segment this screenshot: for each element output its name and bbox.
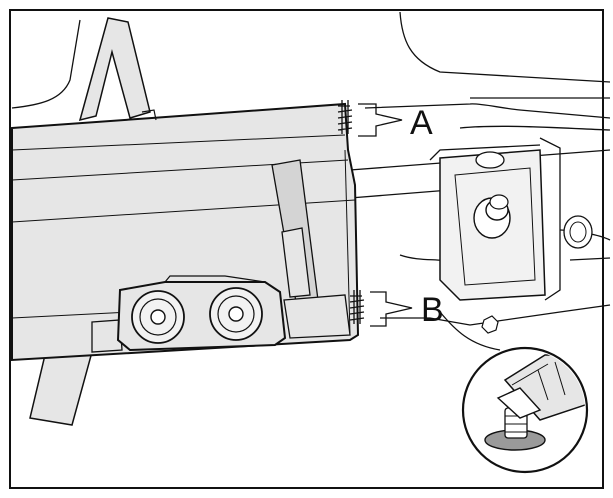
clip-right xyxy=(209,287,263,341)
callout-label-a: A xyxy=(410,104,433,142)
panel-rib xyxy=(91,159,351,353)
fastener-marker-a xyxy=(337,100,403,137)
bolt-hex-icon xyxy=(481,315,499,334)
left-pillar xyxy=(11,17,151,122)
callout-label-b: B xyxy=(421,291,444,329)
mounting-bracket xyxy=(439,149,593,334)
clip-holder xyxy=(116,275,287,352)
clip-fastener-icon xyxy=(349,290,365,324)
bracket-slot xyxy=(475,151,505,169)
clip-left xyxy=(131,290,185,344)
clip-fastener-icon xyxy=(337,100,353,134)
stud-bolt xyxy=(473,194,511,239)
bracket-hole xyxy=(563,215,593,249)
fastener-marker-b xyxy=(349,290,413,327)
body-structure-background xyxy=(349,11,611,351)
